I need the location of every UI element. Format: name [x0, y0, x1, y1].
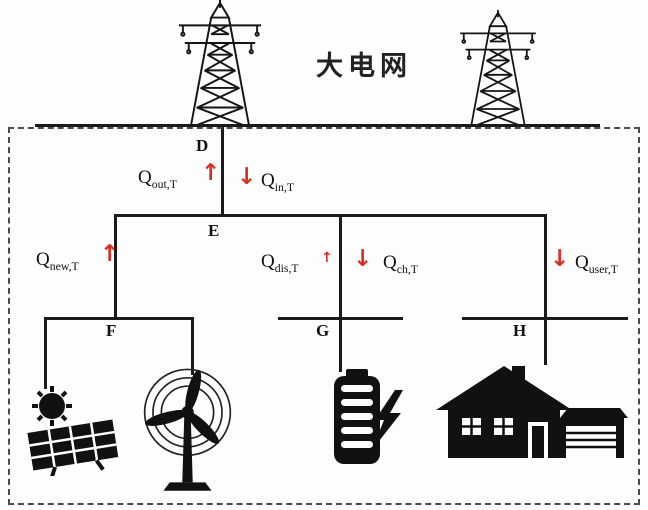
- wire-e-bus: [114, 214, 547, 217]
- flow-label-qdis: Qdis,T: [261, 251, 299, 275]
- wire-e-to-g: [339, 214, 342, 319]
- wire-g-to-battery: [339, 317, 342, 372]
- flow-label-quser: Quser,T: [575, 252, 618, 276]
- node-label-f: F: [106, 321, 117, 340]
- arrow-up-qnew: ↑: [100, 241, 120, 267]
- wire-f-bus: [44, 317, 194, 320]
- flow-label-qin: Qin,T: [261, 170, 295, 194]
- solar-panel-icon: [20, 380, 126, 476]
- node-label-d: D: [196, 136, 209, 155]
- grid-title: 大电网: [316, 51, 412, 81]
- flow-label-qnew: Qnew,T: [36, 249, 79, 273]
- wire-e-to-h: [544, 214, 547, 319]
- transmission-tower-right-icon: [452, 10, 544, 127]
- user-load-house-icon: [432, 360, 628, 462]
- wind-turbine-icon: [130, 363, 245, 493]
- battery-storage-icon: [315, 368, 407, 466]
- arrow-down-qch: ↓: [353, 246, 373, 272]
- node-label-e: E: [208, 221, 220, 240]
- arrow-up-qout: ↑: [201, 160, 221, 186]
- wire-h-to-house: [544, 317, 547, 365]
- wire-main-grid-bus: [35, 124, 600, 127]
- flow-label-qch: Qch,T: [383, 252, 418, 276]
- node-label-h: H: [513, 321, 527, 340]
- arrow-up-qdis: ↑: [321, 250, 333, 266]
- microgrid-boundary-box: [8, 127, 640, 505]
- arrow-down-quser: ↓: [550, 246, 570, 272]
- wire-f-to-wind: [191, 317, 194, 375]
- transmission-tower-left-icon: [170, 0, 270, 127]
- wire-f-to-solar: [44, 317, 47, 389]
- flow-label-qout: Qout,T: [138, 167, 177, 191]
- wire-e-to-f: [114, 214, 117, 319]
- wire-d-to-e: [221, 127, 224, 216]
- arrow-down-qin: ↓: [237, 164, 257, 190]
- node-label-g: G: [316, 321, 330, 340]
